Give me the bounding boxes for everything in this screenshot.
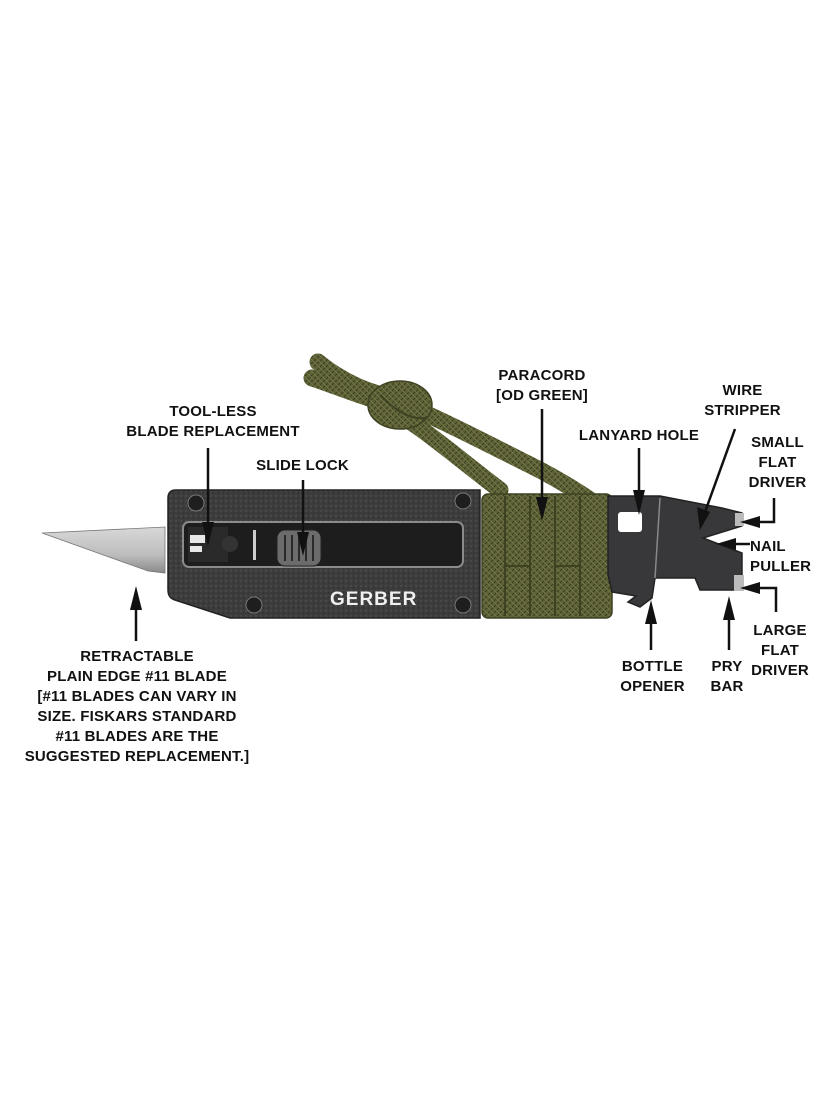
label-line: NAIL bbox=[750, 538, 786, 555]
handle bbox=[167, 489, 481, 619]
lanyard-hole bbox=[618, 512, 642, 532]
label-line: BLADE REPLACEMENT bbox=[126, 423, 300, 440]
label-line: DRIVER bbox=[751, 662, 809, 679]
label-line: SUGGESTED REPLACEMENT.] bbox=[24, 748, 250, 765]
label-line: SLIDE LOCK bbox=[256, 457, 349, 474]
label-line: BOTTLE bbox=[621, 658, 684, 675]
tool-head bbox=[607, 495, 744, 608]
callout-arrows bbox=[130, 409, 778, 650]
label-retractable-blade: RETRACTABLE PLAIN EDGE #11 BLADE [#11 BL… bbox=[18, 647, 256, 767]
paracord-wrap bbox=[481, 493, 613, 619]
label-paracord: PARACORD [OD GREEN] bbox=[492, 366, 592, 406]
label-line: SMALL bbox=[751, 434, 804, 451]
label-line: PLAIN EDGE #11 BLADE bbox=[47, 668, 227, 685]
label-line: FLAT bbox=[760, 642, 799, 659]
label-line: SIZE. FISKARS STANDARD bbox=[37, 708, 237, 725]
label-line: [OD GREEN] bbox=[496, 387, 588, 404]
brand-logo: GERBER bbox=[330, 589, 418, 610]
label-bottle-opener: BOTTLE OPENER bbox=[615, 657, 690, 697]
label-line: PARACORD bbox=[498, 367, 586, 384]
label-slide-lock: SLIDE LOCK bbox=[250, 456, 355, 476]
label-small-flat-driver: SMALL FLAT DRIVER bbox=[745, 433, 810, 493]
label-tool-less-blade-replacement: TOOL-LESS BLADE REPLACEMENT bbox=[123, 402, 303, 442]
label-lanyard-hole: LANYARD HOLE bbox=[574, 426, 704, 446]
label-line: FLAT bbox=[758, 454, 797, 471]
label-line: LARGE bbox=[753, 622, 807, 639]
label-large-flat-driver: LARGE FLAT DRIVER bbox=[745, 621, 815, 681]
label-line: #11 BLADES ARE THE bbox=[55, 728, 219, 745]
label-line: DRIVER bbox=[748, 474, 807, 491]
label-line: STRIPPER bbox=[704, 402, 781, 419]
label-line: PRY bbox=[711, 658, 743, 675]
label-line: WIRE bbox=[722, 382, 763, 399]
label-line: [#11 BLADES CAN VARY IN bbox=[37, 688, 237, 705]
label-pry-bar: PRY BAR bbox=[702, 657, 752, 697]
label-line: OPENER bbox=[620, 678, 685, 695]
blade bbox=[41, 526, 166, 574]
label-nail-puller: NAIL PULLER bbox=[750, 537, 820, 577]
label-line: PULLER bbox=[750, 558, 812, 575]
label-line: TOOL-LESS bbox=[169, 403, 257, 420]
label-line: LANYARD HOLE bbox=[578, 427, 700, 444]
label-line: BAR bbox=[710, 678, 744, 695]
label-wire-stripper: WIRE STRIPPER bbox=[700, 381, 785, 421]
label-line: RETRACTABLE bbox=[80, 648, 194, 665]
